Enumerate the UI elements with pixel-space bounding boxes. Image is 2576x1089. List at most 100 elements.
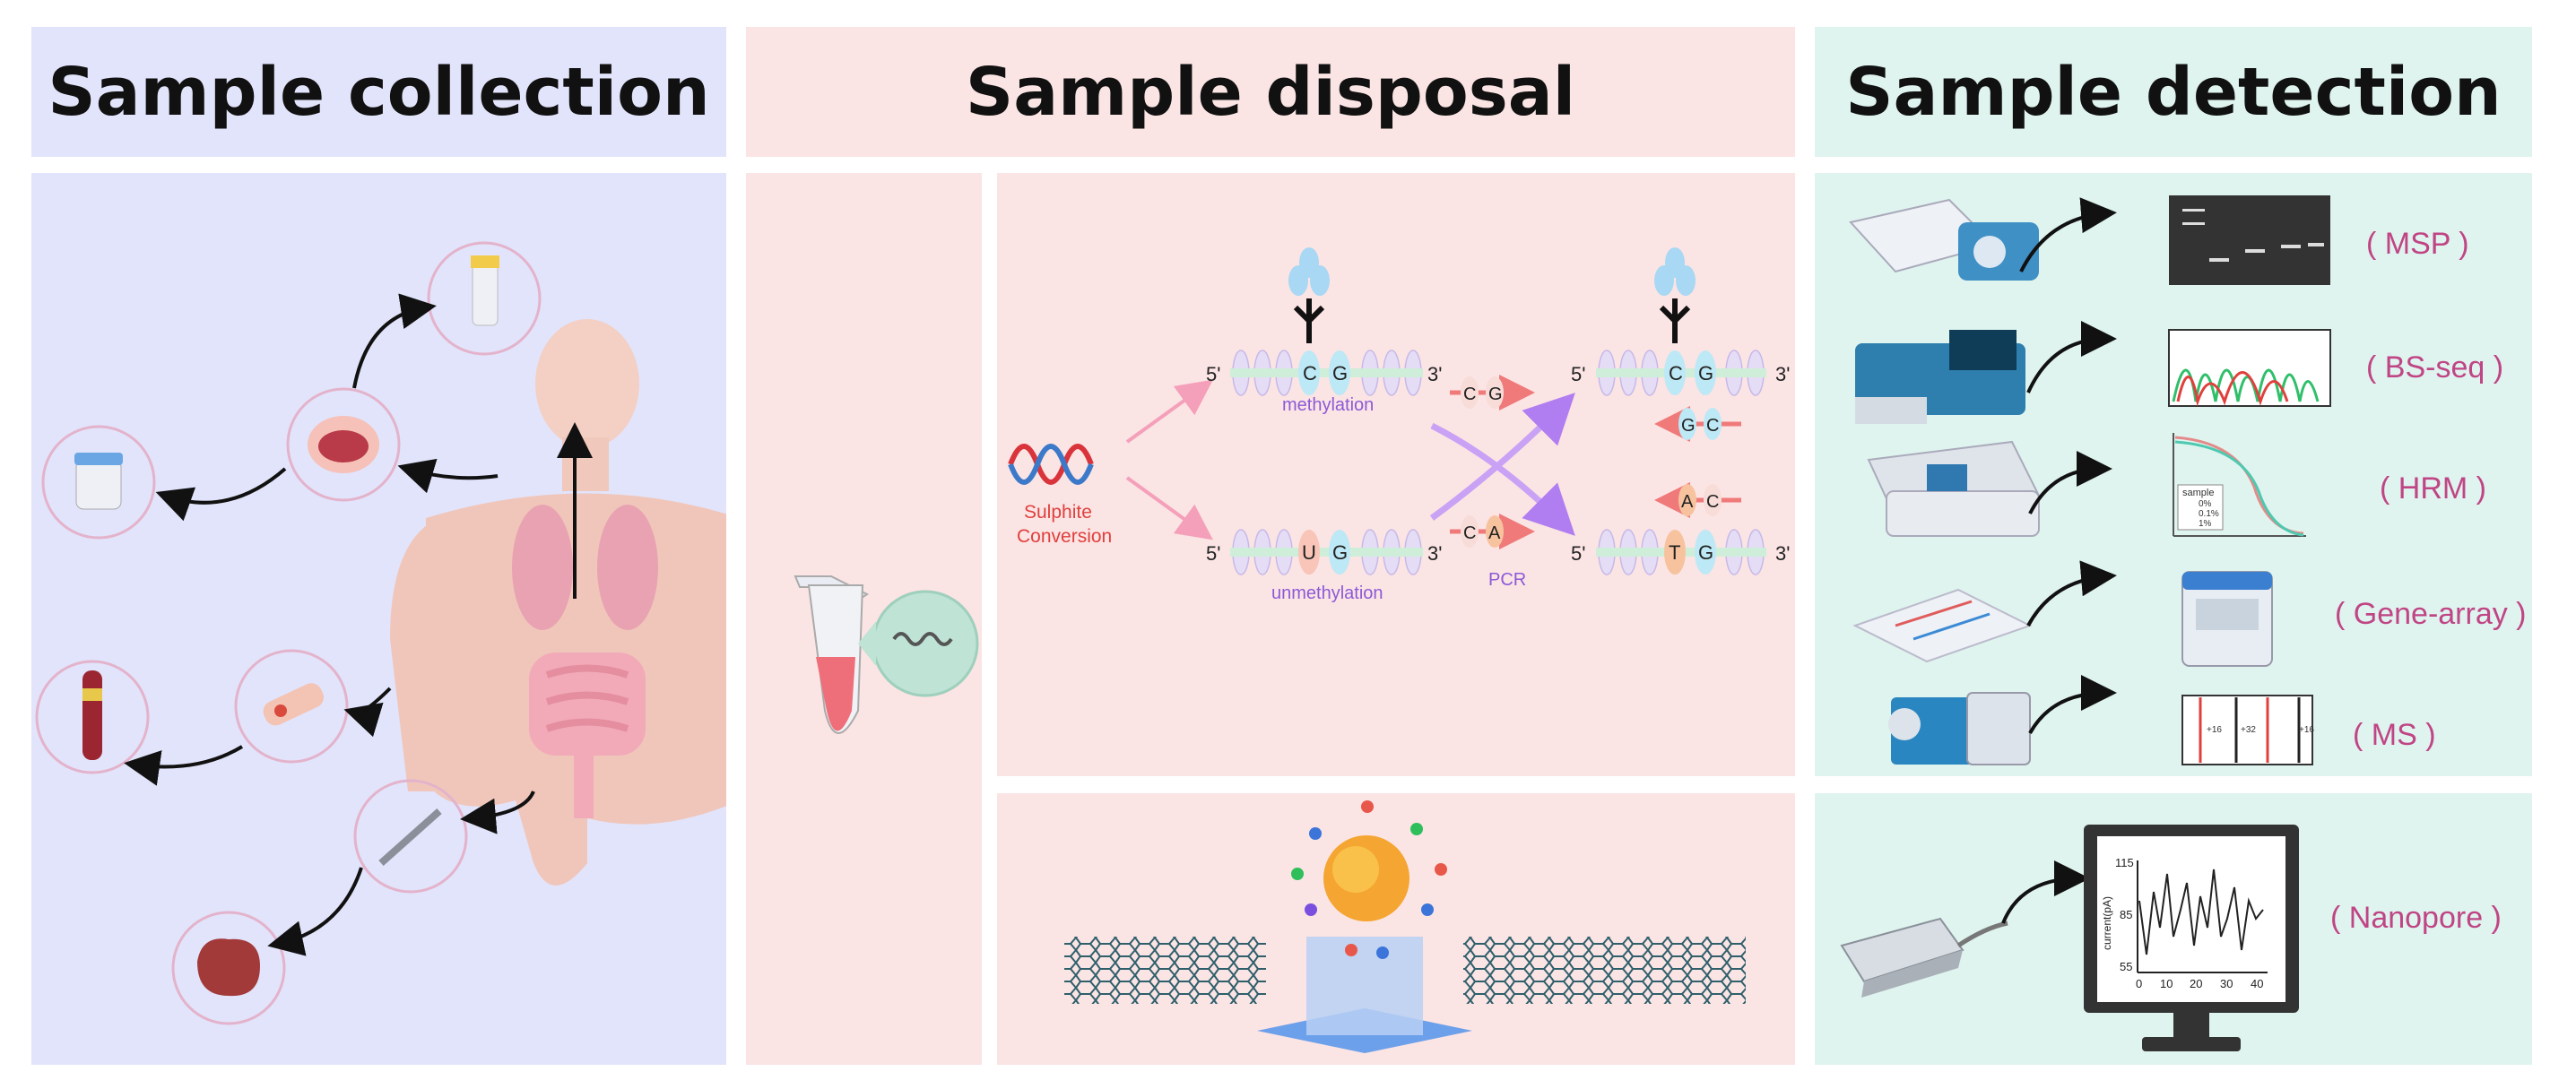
product-top-strand: 5' C G 3' [1571,247,1790,396]
nano-xtick-40: 40 [2251,977,2263,990]
tube-panel [746,173,982,1065]
detection-methods-panel: sample 0% 0.1% 1% [1815,173,2532,776]
label-ms: ( MS ) [2353,718,2436,752]
mid-cg-left: C [1463,385,1476,404]
genearray-arrow [2026,560,2117,627]
header-disposal-text: Sample disposal [965,53,1576,131]
rb-three-prime: 3' [1775,542,1790,565]
u-five-prime: 5' [1206,542,1220,565]
carbon-nanotube-left [1064,937,1266,1004]
arrow-to-methylated [1125,379,1213,444]
methylation-label: methylation [1282,395,1374,415]
rb-base-right: G [1698,541,1713,564]
msp-instrument-icon [1849,198,2039,281]
rt-base-right: G [1698,362,1713,385]
lungs-icon [512,505,658,630]
dna-zoom-icon [858,590,979,697]
hrm-legend-01: 0.1% [2199,509,2219,519]
rt-five-prime: 5' [1571,363,1585,385]
carbon-nanotube-right [1463,937,1746,1004]
nano-xtick-30: 30 [2220,977,2233,990]
pcr-primer-cg: C G [1450,375,1535,411]
nanopore-detection-illustration: 115 85 55 0 10 20 30 40 current(pA) ( Na… [1840,825,2502,1051]
microarray-chip-icon [1852,588,2033,663]
collection-arrows [124,293,535,956]
m-base-left: C [1303,362,1317,385]
msp-arrow [2019,197,2117,272]
label-gene-array: ( Gene-array ) [2335,597,2527,631]
detection-illustration: sample 0% 0.1% 1% [1849,195,2527,765]
nano-ylabel: current(pA) [2101,896,2113,950]
ms-peak-2: +32 [2241,725,2256,735]
rt-base-left: C [1669,362,1683,385]
ms-peak-1: +16 [2207,725,2222,735]
nano-ytick-55: 55 [2120,960,2132,973]
rb-five-prime: 5' [1571,542,1585,565]
bisulfite-diagram: Sulphite Conversion 5' C G 3' methylatio… [1008,247,1790,603]
m-five-prime: 5' [1206,363,1220,385]
header-sample-disposal: Sample disposal [746,27,1795,157]
collection-illustration [35,241,726,1025]
rt-three-prime: 3' [1775,363,1790,385]
array-scanner-icon [2181,571,2273,667]
nanopore-base-icon [1257,937,1472,1053]
label-hrm: ( HRM ) [2380,471,2486,506]
bsseq-chromatogram [2168,329,2331,407]
product-bottom-strand: 5' T G 3' [1571,529,1790,575]
header-sample-collection: Sample collection [31,27,726,157]
hrm-legend-0: 0% [2199,499,2212,509]
mid-ca-left: C [1463,523,1476,543]
nanopore-protein-icon [1323,835,1409,921]
nanopore-detection-panel: 115 85 55 0 10 20 30 40 current(pA) ( Na… [1815,793,2532,1065]
label-msp: ( MSP ) [2366,227,2469,261]
product-ac-primer: A C [1654,482,1741,518]
hrm-arrow [2028,451,2112,514]
ms-arrow [2028,675,2117,734]
urine-container-icon [41,425,156,540]
tissue-icon [171,911,286,1025]
sample-collection-panel [31,173,726,1065]
biopsy-needle-icon [353,779,468,894]
u-base-right: G [1332,541,1348,564]
pcr-label: PCR [1488,570,1526,590]
header-sample-detection: Sample detection [1815,27,2532,157]
sulphite-label-2: Conversion [1017,526,1112,547]
unmethylated-strand: 5' U G 3' unmethylation [1206,529,1442,603]
nano-ytick-115: 115 [2115,856,2134,869]
mass-spectrometer-icon [1888,692,2031,765]
nano-ytick-85: 85 [2120,908,2132,921]
label-bsseq: ( BS-seq ) [2366,350,2503,385]
sample-tube-illustration [794,575,979,734]
bsseq-arrow [2026,321,2117,393]
hrm-legend-1: 1% [2199,519,2212,529]
product-methyl-group-icon [1654,247,1696,343]
u-three-prime: 3' [1427,542,1442,565]
nano-xtick-10: 10 [2160,977,2173,990]
header-detection-text: Sample detection [1845,53,2502,131]
intestine-icon [529,653,646,818]
unmethylation-label: unmethylation [1271,583,1383,603]
methyl-group-icon [1288,247,1330,343]
blood-tube-icon [35,660,150,774]
methylated-strand: 5' C G 3' methylation [1206,247,1442,415]
nanopore-membrane-illustration [1064,800,1746,1053]
u-base-left: U [1302,541,1316,564]
bisulfite-conversion-panel: Sulphite Conversion 5' C G 3' methylatio… [997,173,1795,776]
ms-spectrum: +16 +32 +16 [2181,695,2314,765]
mid-cg-right: G [1488,385,1503,404]
ac-right: C [1706,492,1719,512]
ms-peak-3: +16 [2299,725,2314,735]
microtube-icon [794,575,869,734]
nano-xtick-20: 20 [2190,977,2202,990]
arm-blood-icon [234,649,349,764]
product-gc-primer: G C [1654,406,1741,442]
gc-right: C [1706,416,1719,436]
sulphite-label-1: Sulphite [1024,502,1092,523]
dna-helix-icon [1008,444,1094,485]
hrm-instrument-icon [1867,440,2041,537]
current-trace-plot: 115 85 55 0 10 20 30 40 current(pA) [2101,856,2268,990]
saliva-tube-icon [427,241,542,356]
pcr-cross-arrows [1429,393,1575,536]
m-base-right: G [1332,362,1348,385]
sequencer-icon [1855,330,2025,424]
